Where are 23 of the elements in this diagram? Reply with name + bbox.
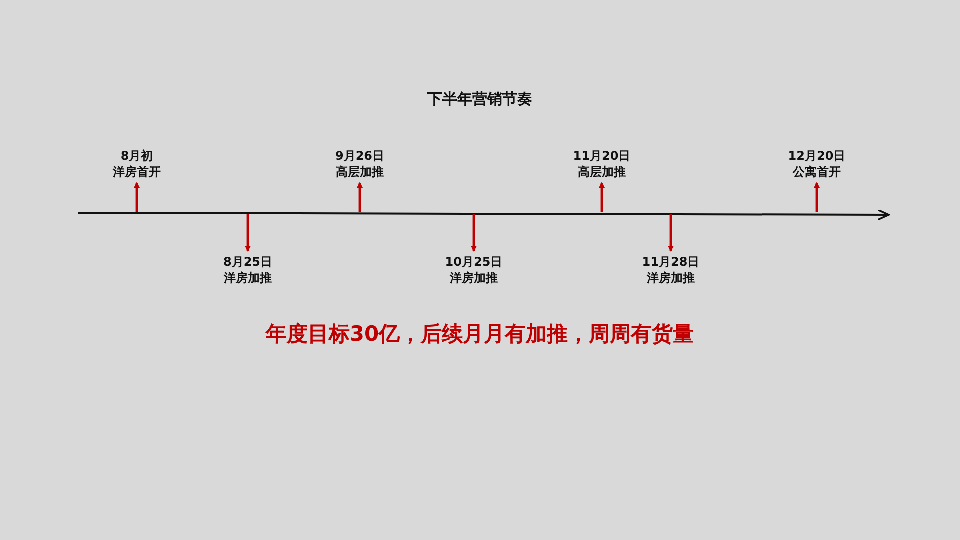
- arrow: [245, 214, 251, 252]
- arrow: [134, 182, 140, 212]
- date-label: 10月25日: [444, 254, 504, 270]
- date-label: 9月26日: [334, 148, 386, 164]
- goal-statement: 年度目标30亿，后续月月有加推，周周有货量: [266, 321, 694, 348]
- date-label: 8月初: [120, 148, 154, 164]
- event-label: 洋房加推: [223, 270, 273, 286]
- event-label: 高层加推: [577, 164, 627, 180]
- arrow: [599, 182, 605, 212]
- event-label: 洋房加推: [646, 270, 696, 286]
- chart-title: 下半年营销节奏: [428, 90, 532, 109]
- event-label: 公寓首开: [792, 164, 842, 180]
- date-label: 11月20日: [572, 148, 632, 164]
- event-label: 洋房首开: [112, 164, 162, 180]
- arrow: [814, 182, 820, 212]
- date-label: 8月25日: [222, 254, 274, 270]
- arrow: [357, 182, 363, 212]
- event-label: 高层加推: [335, 164, 385, 180]
- arrow: [471, 214, 477, 252]
- event-label: 洋房加推: [449, 270, 499, 286]
- date-label: 11月28日: [641, 254, 701, 270]
- arrow: [668, 214, 674, 252]
- date-label: 12月20日: [787, 148, 847, 164]
